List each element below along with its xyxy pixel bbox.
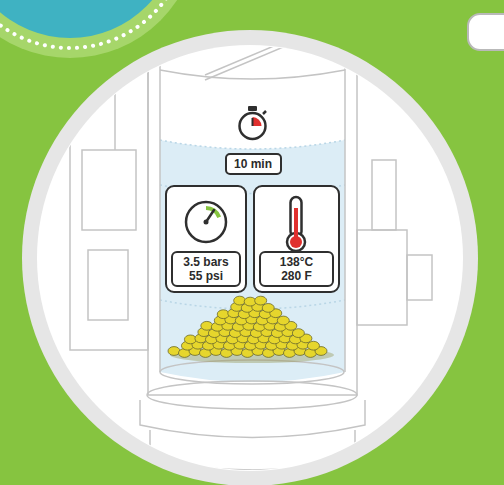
time-box: 10 min [225,153,282,175]
lentil-pile [168,296,327,357]
stopwatch-icon [240,106,267,139]
lentil [255,296,267,305]
base-ellipse [147,381,357,409]
gauge-pivot [204,220,209,225]
temperature-box: 138°C280 F [253,185,340,293]
left-line [114,60,116,150]
left-block [88,250,128,320]
lentil [201,321,213,330]
left-panel [82,150,136,230]
lentil [307,341,319,350]
lentil [184,335,196,344]
liquid-line [160,140,345,149]
value-label: 280 F [281,269,312,283]
temperature-panel-fill [254,186,339,292]
thermometer-mercury-bulb [290,236,302,248]
gauge-face [186,202,226,242]
vessel-outer [148,20,357,395]
base-foot [150,430,355,470]
lentil [217,310,229,319]
gauge-icon [186,202,226,242]
thermometer-icon [287,197,305,251]
lentil [234,296,246,305]
value-panel: 138°C280 F [259,251,334,287]
right-nub [407,255,432,300]
value-label: 138°C [280,255,314,269]
right-housing [357,230,407,325]
vessel-rim [160,70,345,79]
lentil [244,297,256,306]
vessel-wall [344,20,346,372]
value-label: 3.5 bars [183,255,228,269]
value-panel: 3.5 bars55 psi [171,251,241,287]
stirrer-arm [205,35,300,75]
pressure-panel-fill [166,186,246,292]
lentil [292,329,304,338]
stopwatch-button [248,106,257,111]
base-ring [140,400,365,438]
right-pipe [372,160,396,230]
stopwatch-sector [253,117,262,126]
left-housing [70,60,148,350]
time-label: 10 min [234,157,272,171]
inner-disc [37,45,463,471]
lentil [262,304,274,313]
vessel-drawing [70,20,432,470]
thermometer-mercury [294,208,298,240]
pressure-box: 3.5 bars55 psi [165,185,247,293]
card-edge [468,14,504,50]
stopwatch-hand [252,118,254,126]
lentil [277,316,289,325]
value-label: 55 psi [189,269,223,283]
lentil [168,347,180,356]
vessel-wall [159,20,161,372]
stopwatch-face [240,113,266,139]
outer-ring [22,30,478,485]
dot-arc [0,0,188,48]
stirrer-arm [205,40,300,80]
stopwatch-nub [263,111,266,114]
teal-circle [0,0,178,38]
liquid [160,140,345,382]
